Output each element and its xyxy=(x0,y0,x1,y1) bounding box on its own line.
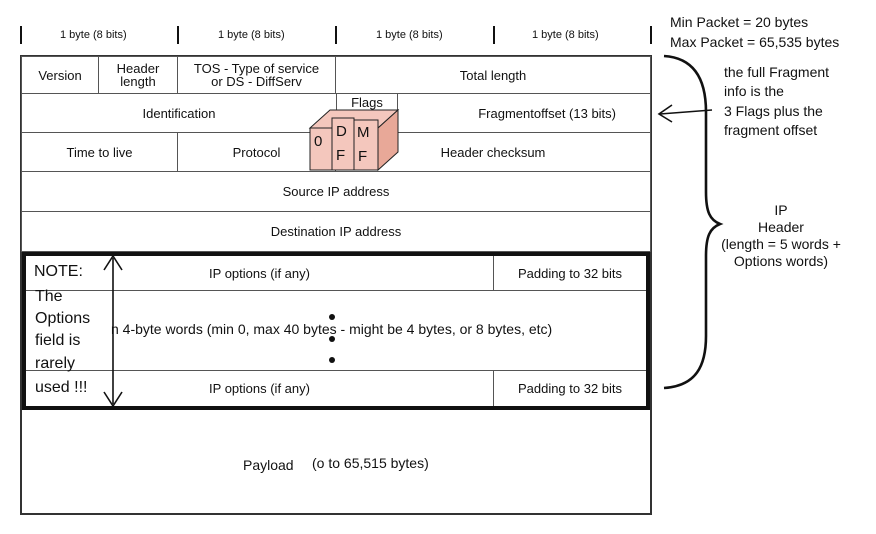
ip-header-note-line: (length = 5 words + xyxy=(721,236,841,252)
source-ip-field: Source IP address xyxy=(21,171,651,212)
flag-df-top: D xyxy=(336,123,347,140)
byte-divider xyxy=(177,26,179,44)
destination-ip-field: Destination IP address xyxy=(21,211,651,252)
tos-label-line1: TOS - Type of service xyxy=(193,61,320,76)
byte-divider xyxy=(20,26,22,44)
checksum-label: Header checksum xyxy=(440,144,546,160)
ip-options-label: IP options (if any) xyxy=(209,381,310,396)
byte-divider xyxy=(493,26,495,44)
fragment-note-line: info is the xyxy=(724,83,784,99)
version-label: Version xyxy=(38,67,82,83)
fragment-offset-field: Fragmentoffset (13 bits) xyxy=(397,93,651,133)
header-length-field: Header length xyxy=(98,56,178,94)
destination-ip-label: Destination IP address xyxy=(270,224,402,239)
options-span-arrow-icon xyxy=(103,254,123,408)
ip-header-note-line: Header xyxy=(758,219,804,235)
padding-label: Padding to 32 bits xyxy=(517,265,623,281)
padding-label: Padding to 32 bits xyxy=(517,381,623,396)
note-line: NOTE: xyxy=(34,263,83,280)
fragment-note-line: the full Fragment xyxy=(724,64,830,80)
ip-header-note-line: Options words) xyxy=(733,253,829,269)
ttl-field: Time to live xyxy=(21,132,178,172)
flags-label: Flags xyxy=(351,95,383,110)
tos-field: TOS - Type of service or DS - DiffServ xyxy=(177,56,336,94)
note-line: used !!! xyxy=(35,379,88,396)
payload-label: Payload xyxy=(243,457,294,473)
protocol-label: Protocol xyxy=(232,144,281,160)
fragment-offset-label: Fragmentoffset (13 bits) xyxy=(478,105,616,121)
flag-zero-label: 0 xyxy=(314,133,323,150)
flag-mf-top: M xyxy=(357,124,370,141)
byte-header-label: 1 byte (8 bits) xyxy=(218,29,285,41)
flag-mf-bottom: F xyxy=(358,148,368,165)
byte-divider xyxy=(335,26,337,44)
flag-df-bottom: F xyxy=(336,147,346,164)
ellipsis-dot xyxy=(329,357,335,363)
total-length-field: Total length xyxy=(335,56,651,94)
fragment-note-line: 3 Flags plus the xyxy=(724,103,823,119)
max-packet-label: Max Packet = 65,535 bytes xyxy=(670,34,840,50)
ip-header-brace-icon xyxy=(663,54,724,390)
note-line: field is xyxy=(35,332,81,349)
fragment-note-line: fragment offset xyxy=(724,122,818,138)
tos-label-line2: or DS - DiffServ xyxy=(211,74,302,89)
byte-header-label: 1 byte (8 bits) xyxy=(60,29,127,41)
flags-cube-icon xyxy=(308,108,400,172)
header-length-label-line2: length xyxy=(120,74,156,89)
identification-field: Identification xyxy=(21,93,337,133)
ip-header-note: IP Header (length = 5 words + Options wo… xyxy=(696,202,866,270)
options-words-note: n 4-byte words (min 0, max 40 bytes - mi… xyxy=(111,321,553,337)
padding-field: Padding to 32 bits xyxy=(493,370,646,406)
ip-options-field: IP options (if any) xyxy=(26,256,494,291)
min-packet-label: Min Packet = 20 bytes xyxy=(670,14,809,30)
total-length-label: Total length xyxy=(459,67,527,83)
ellipsis-dot xyxy=(329,336,335,342)
ip-options-label: IP options (if any) xyxy=(209,265,310,281)
ip-options-field: IP options (if any) xyxy=(26,370,494,406)
ip-header-note-line: IP xyxy=(774,202,788,218)
note-line: rarely xyxy=(35,355,76,372)
header-length-label-line1: Header xyxy=(116,61,160,76)
padding-field: Padding to 32 bits xyxy=(493,256,646,291)
note-line: The xyxy=(35,288,63,305)
ellipsis-dot xyxy=(329,314,335,320)
byte-header-label: 1 byte (8 bits) xyxy=(532,29,599,41)
source-ip-label: Source IP address xyxy=(282,184,390,199)
byte-divider xyxy=(650,26,652,44)
version-field: Version xyxy=(21,56,99,94)
note-line: Options xyxy=(35,310,91,327)
fragment-arrow-icon xyxy=(657,104,713,123)
ttl-label: Time to live xyxy=(66,144,133,160)
options-block xyxy=(22,252,650,410)
byte-header-label: 1 byte (8 bits) xyxy=(376,29,443,41)
payload-size-label: (o to 65,515 bytes) xyxy=(312,455,429,471)
identification-label: Identification xyxy=(142,105,216,121)
